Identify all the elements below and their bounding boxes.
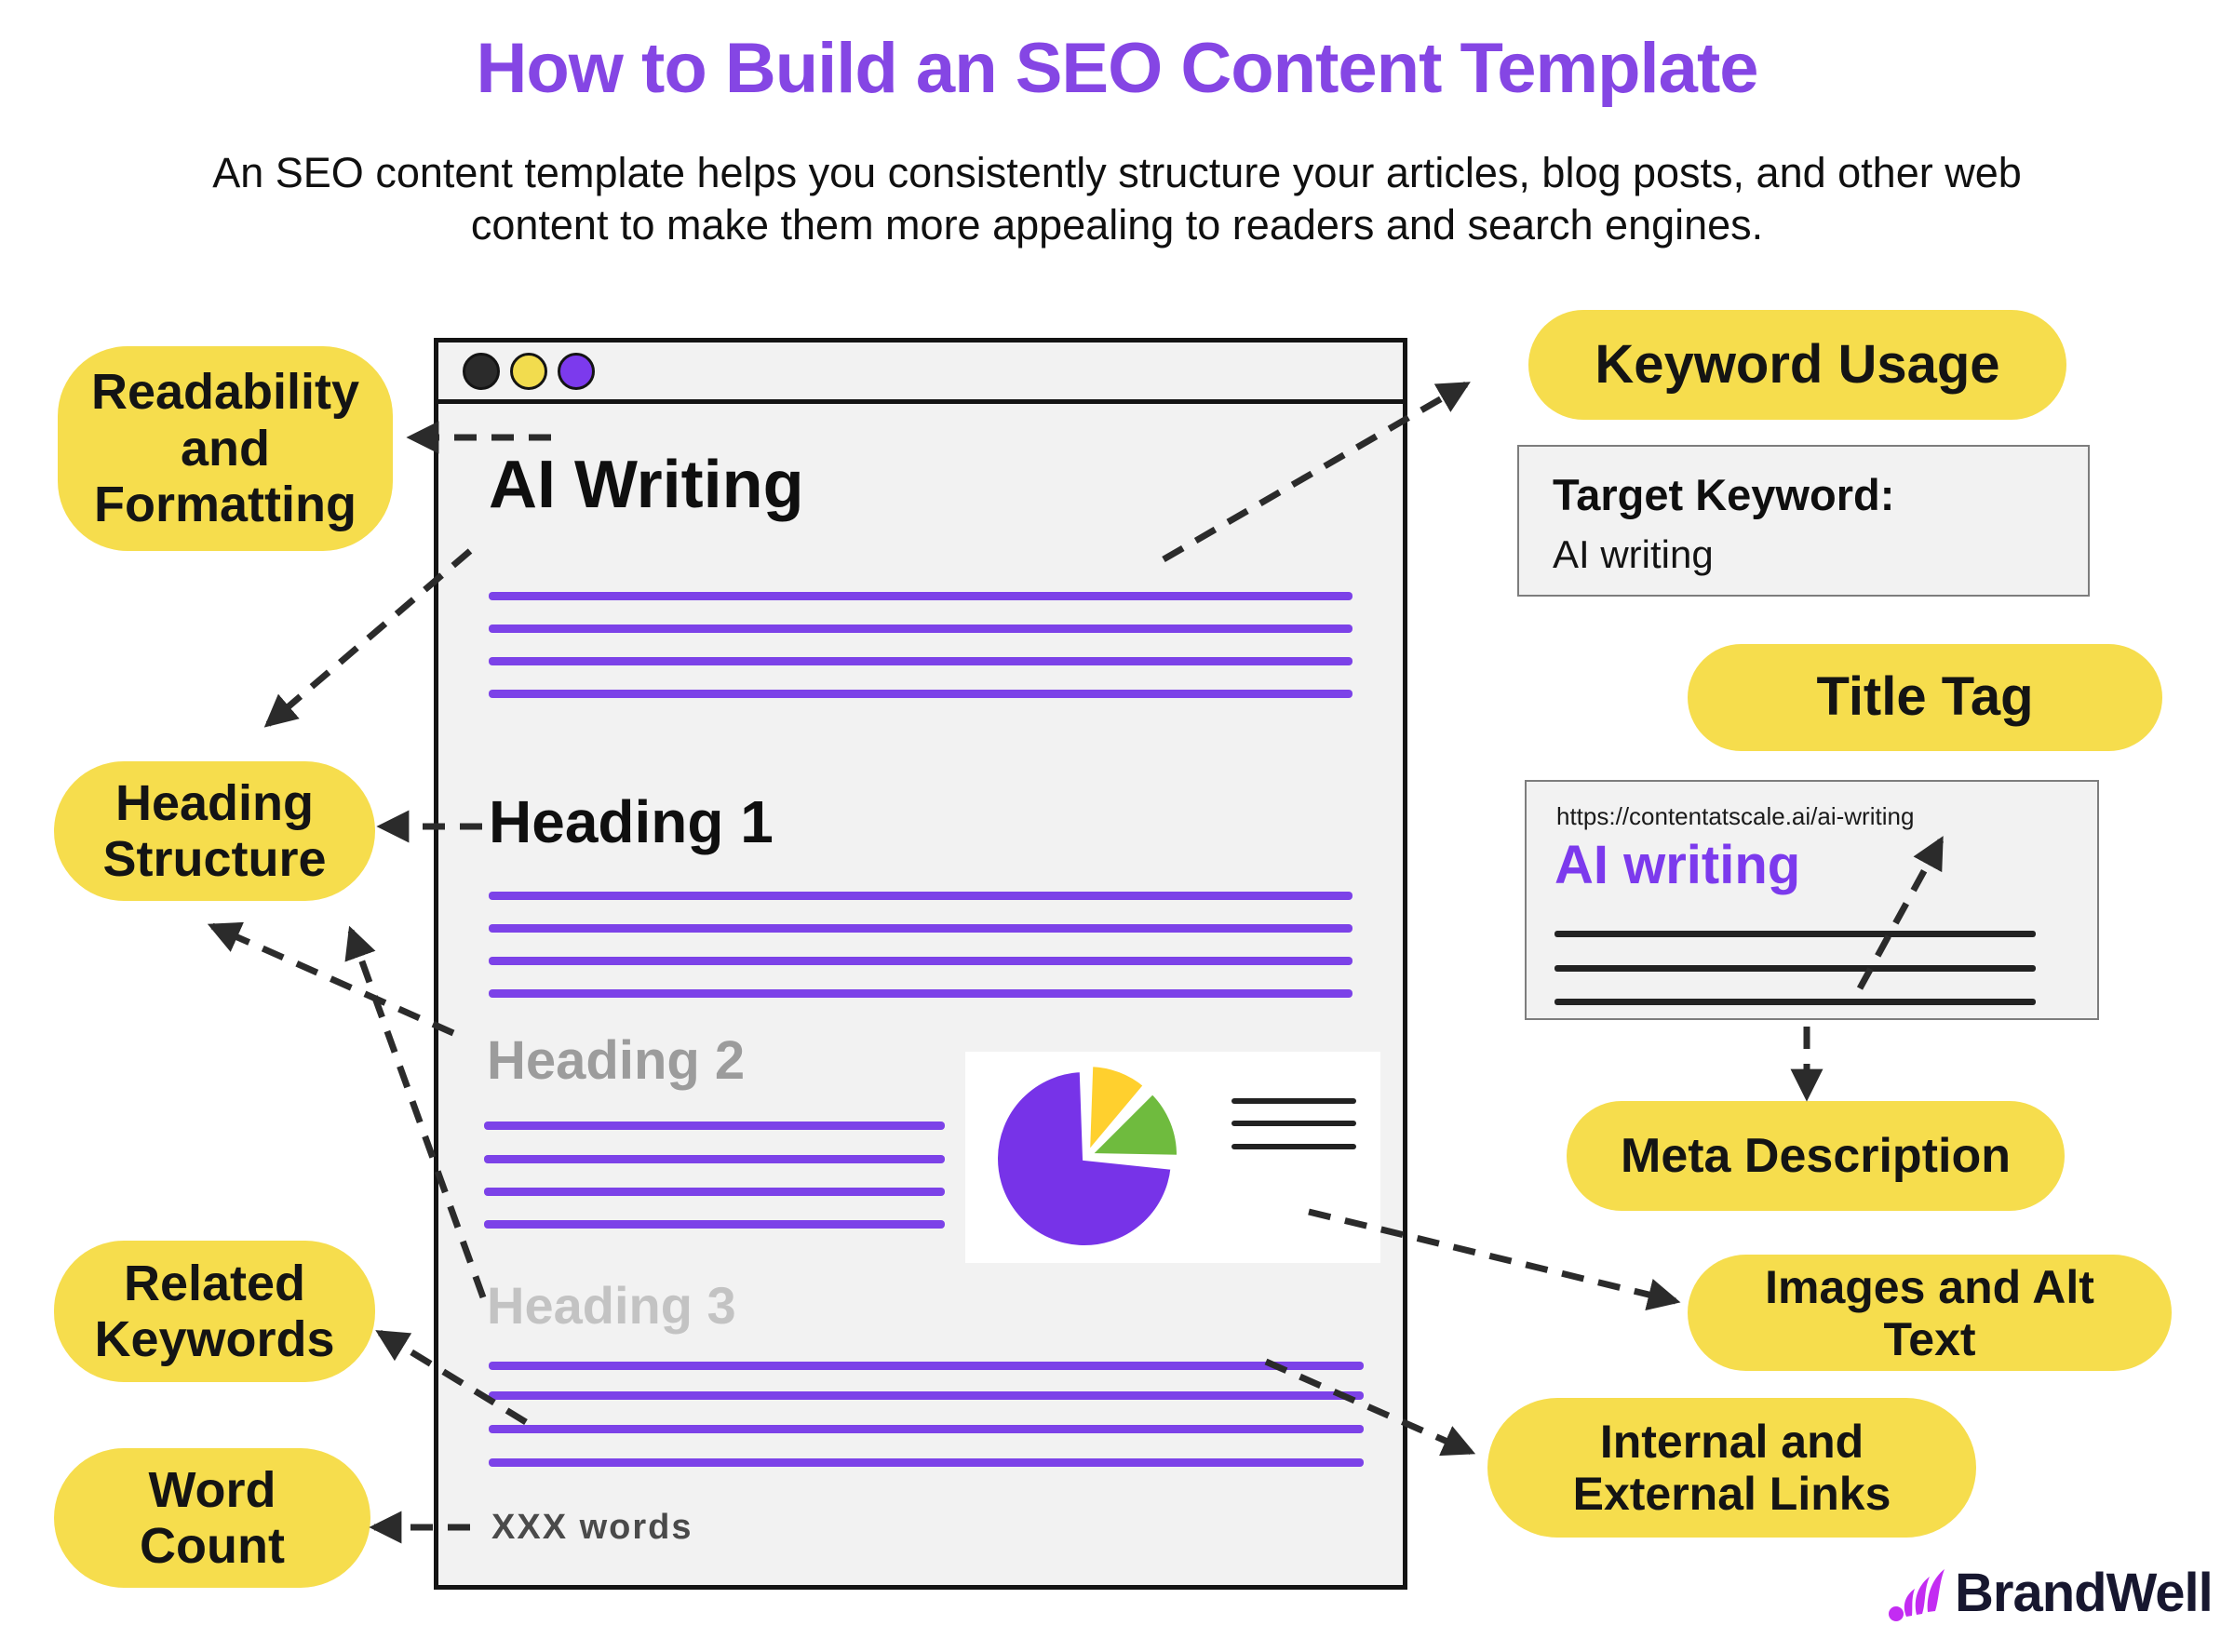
callout-meta-description: Meta Description bbox=[1567, 1101, 2065, 1211]
text-placeholder-line bbox=[484, 1220, 945, 1229]
target-keyword-box: Target Keyword: AI writing bbox=[1517, 445, 2090, 597]
callout-label: Keyword Usage bbox=[1595, 333, 2000, 395]
pie-chart bbox=[994, 1063, 1181, 1250]
word-count-note: XXX words bbox=[491, 1508, 693, 1547]
callout-readability-and-formatting: Readability and Formatting bbox=[58, 346, 393, 551]
callout-label: Meta Description bbox=[1621, 1128, 2011, 1183]
serp-url: https://contentatscale.ai/ai-writing bbox=[1556, 802, 1915, 830]
callout-label: Readability and Formatting bbox=[90, 364, 360, 533]
pie-chart-image bbox=[994, 1063, 1356, 1250]
text-placeholder-line bbox=[489, 625, 1353, 633]
document-window: AI Writing Heading 1 Heading 2 bbox=[434, 338, 1407, 1590]
callout-label: Images and Alt Text bbox=[1765, 1260, 2094, 1365]
window-titlebar bbox=[438, 342, 1403, 404]
serp-snippet-box: https://contentatscale.ai/ai-writing AI … bbox=[1525, 780, 2099, 1020]
text-placeholder-line bbox=[489, 924, 1353, 933]
text-placeholder-line bbox=[484, 1121, 945, 1130]
text-placeholder-line bbox=[489, 957, 1353, 965]
text-placeholder-line bbox=[489, 690, 1353, 698]
serp-description-line bbox=[1554, 965, 2036, 972]
callout-label: Title Tag bbox=[1816, 666, 2034, 728]
pie-slice-purple bbox=[994, 1068, 1175, 1250]
brandwell-logo-icon bbox=[1889, 1568, 1945, 1621]
text-placeholder-line bbox=[489, 989, 1353, 998]
callout-images-alt-text: Images and Alt Text bbox=[1688, 1255, 2172, 1371]
text-placeholder-line bbox=[484, 1188, 945, 1196]
text-placeholder-line bbox=[489, 592, 1353, 600]
callout-related-keywords: Related Keywords bbox=[54, 1241, 375, 1382]
callout-internal-external-links: Internal and External Links bbox=[1487, 1398, 1976, 1538]
window-dot-dark-icon bbox=[463, 352, 500, 390]
text-placeholder-line bbox=[489, 1362, 1364, 1370]
text-placeholder-line bbox=[484, 1155, 945, 1163]
callout-label: Word Count bbox=[140, 1461, 285, 1574]
text-placeholder-line bbox=[489, 892, 1353, 900]
article-heading-1: Heading 1 bbox=[489, 788, 774, 855]
serp-description-line bbox=[1554, 999, 2036, 1005]
text-placeholder-line bbox=[489, 1458, 1364, 1467]
arrow-h2-to-heading-structure bbox=[207, 921, 455, 1037]
article-heading-3: Heading 3 bbox=[487, 1276, 736, 1335]
target-keyword-value: AI writing bbox=[1553, 532, 1714, 576]
callout-label: Related Keywords bbox=[94, 1255, 335, 1367]
target-keyword-label: Target Keyword: bbox=[1553, 470, 1895, 519]
callout-keyword-usage: Keyword Usage bbox=[1528, 310, 2066, 420]
article-title: AI Writing bbox=[489, 448, 804, 522]
brandwell-logo: BrandWell bbox=[1888, 1562, 2214, 1624]
page-title: How to Build an SEO Content Template bbox=[476, 29, 1758, 108]
callout-label: Heading Structure bbox=[102, 774, 327, 887]
article-image-card bbox=[965, 1052, 1380, 1263]
pie-slice-yellow bbox=[1085, 1063, 1148, 1159]
pie-slice-green bbox=[1085, 1089, 1181, 1159]
text-placeholder-line bbox=[489, 1391, 1364, 1400]
page-subtitle: An SEO content template helps you consis… bbox=[212, 149, 2022, 249]
window-dot-yellow-icon bbox=[510, 352, 547, 390]
window-dot-purple-icon bbox=[558, 352, 595, 390]
callout-title-tag: Title Tag bbox=[1688, 644, 2162, 751]
image-caption-lines bbox=[1231, 1098, 1356, 1149]
callout-label: Internal and External Links bbox=[1572, 1416, 1891, 1520]
callout-word-count: Word Count bbox=[54, 1448, 370, 1588]
serp-description-line bbox=[1554, 931, 2036, 937]
text-placeholder-line bbox=[489, 1425, 1364, 1433]
text-placeholder-line bbox=[489, 657, 1353, 665]
brandwell-logo-text: BrandWell bbox=[1955, 1563, 2214, 1623]
callout-heading-structure: Heading Structure bbox=[54, 761, 375, 901]
article-heading-2: Heading 2 bbox=[487, 1030, 746, 1091]
serp-title-link: AI writing bbox=[1554, 835, 1801, 895]
